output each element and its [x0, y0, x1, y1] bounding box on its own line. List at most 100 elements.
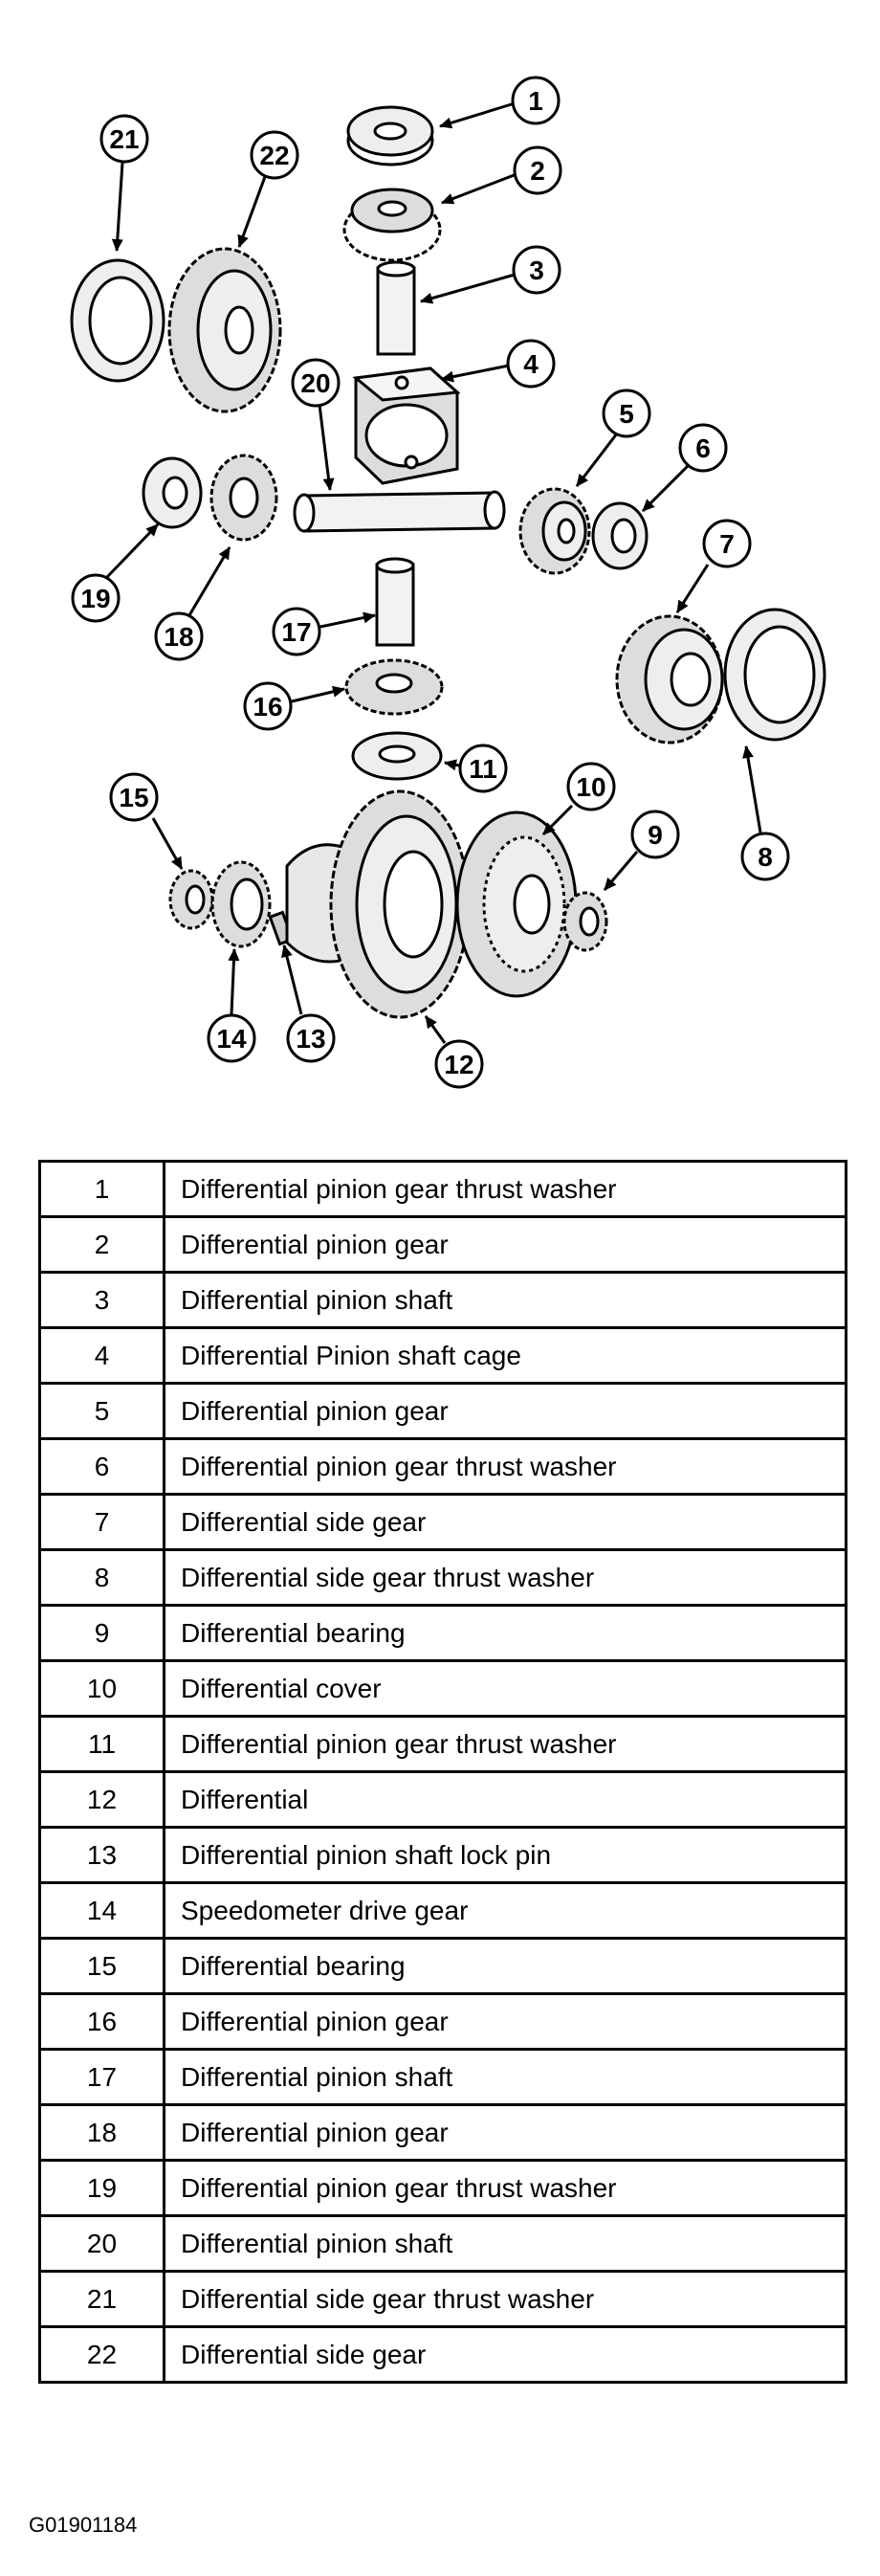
part-description-cell: Differential bearing — [163, 1937, 847, 1995]
part-4-shaft-cage — [352, 366, 461, 485]
part-number-cell: 7 — [38, 1493, 165, 1551]
part-number-cell: 12 — [38, 1770, 165, 1829]
callout-17: 17 — [272, 607, 321, 656]
part-description-cell: Differential pinion shaft — [163, 2048, 847, 2106]
part-2-pinion-gear — [342, 188, 442, 262]
part-description-cell: Differential side gear — [163, 2325, 847, 2384]
part-description-cell: Differential pinion gear thrust washer — [163, 2159, 847, 2217]
part-description-cell: Differential side gear thrust washer — [163, 1548, 847, 1607]
part-number-cell: 4 — [38, 1326, 165, 1385]
svg-text:3: 3 — [529, 255, 544, 285]
part-number-cell: 9 — [38, 1604, 165, 1662]
part-5-pinion-gear — [518, 487, 591, 575]
svg-text:4: 4 — [523, 349, 539, 379]
svg-text:1: 1 — [528, 86, 543, 116]
part-10-cover — [455, 811, 578, 998]
callout-20: 20 — [291, 358, 341, 408]
part-number-cell: 18 — [38, 2103, 165, 2162]
part-21-thrust-washer — [70, 258, 165, 383]
part-description-cell: Differential cover — [163, 1659, 847, 1718]
svg-text:5: 5 — [619, 399, 634, 429]
svg-text:20: 20 — [300, 368, 330, 398]
part-number-cell: 13 — [38, 1826, 165, 1884]
callout-13: 13 — [286, 1013, 336, 1063]
svg-text:15: 15 — [119, 783, 148, 812]
svg-text:8: 8 — [758, 842, 773, 872]
part-number-cell: 19 — [38, 2159, 165, 2217]
part-description-cell: Differential pinion shaft — [163, 2214, 847, 2273]
svg-text:22: 22 — [259, 141, 289, 170]
part-14-speedo-gear — [210, 860, 272, 948]
svg-text:9: 9 — [648, 820, 663, 850]
part-3-pinion-shaft — [376, 260, 416, 356]
callout-21: 21 — [99, 114, 149, 164]
svg-text:11: 11 — [469, 754, 497, 784]
part-number-cell: 3 — [38, 1271, 165, 1329]
callout-18: 18 — [154, 611, 204, 661]
part-8-thrust-washer — [723, 608, 826, 742]
callout-22: 22 — [250, 130, 299, 180]
part-description-cell: Differential side gear — [163, 1493, 847, 1551]
part-17-pinion-shaft — [375, 557, 415, 647]
callout-9: 9 — [630, 810, 680, 859]
part-number-cell: 22 — [38, 2325, 165, 2384]
callout-5: 5 — [602, 389, 651, 438]
svg-text:13: 13 — [296, 1024, 325, 1054]
part-22-side-gear — [167, 247, 282, 413]
part-number-cell: 16 — [38, 1992, 165, 2051]
part-description-cell: Differential pinion shaft lock pin — [163, 1826, 847, 1884]
callout-4: 4 — [506, 339, 556, 389]
svg-text:2: 2 — [530, 156, 545, 186]
part-15-bearing — [168, 869, 214, 930]
part-6-thrust-washer — [591, 501, 649, 570]
part-description-cell: Differential pinion gear — [163, 1992, 847, 2051]
callout-6: 6 — [678, 423, 728, 473]
callout-19: 19 — [71, 573, 121, 623]
callout-3: 3 — [512, 245, 561, 295]
callout-15: 15 — [109, 772, 159, 822]
part-number-cell: 10 — [38, 1659, 165, 1718]
svg-text:21: 21 — [109, 124, 139, 154]
part-11-thrust-washer — [351, 731, 443, 781]
part-9-bearing — [562, 891, 608, 952]
svg-text:14: 14 — [216, 1024, 247, 1054]
part-description-cell: Differential pinion gear — [163, 1215, 847, 1274]
part-description-cell: Differential pinion shaft — [163, 1271, 847, 1329]
part-number-cell: 1 — [38, 1160, 165, 1218]
svg-text:19: 19 — [80, 584, 110, 613]
callout-8: 8 — [740, 832, 790, 881]
svg-text:6: 6 — [695, 433, 711, 463]
part-12-differential — [285, 789, 471, 1019]
callout-12: 12 — [434, 1039, 484, 1089]
callout-11: 11 — [458, 744, 508, 793]
callout-2: 2 — [513, 145, 562, 195]
part-number-cell: 11 — [38, 1715, 165, 1773]
part-description-cell: Differential pinion gear thrust washer — [163, 1160, 847, 1218]
callout-7: 7 — [702, 519, 752, 568]
part-number-cell: 14 — [38, 1881, 165, 1940]
part-number-cell: 17 — [38, 2048, 165, 2106]
part-1-thrust-washer — [346, 105, 434, 167]
part-19-thrust-washer — [142, 456, 203, 529]
part-number-cell: 8 — [38, 1548, 165, 1607]
part-description-cell: Differential bearing — [163, 1604, 847, 1662]
part-number-cell: 15 — [38, 1937, 165, 1995]
svg-text:12: 12 — [444, 1050, 473, 1079]
